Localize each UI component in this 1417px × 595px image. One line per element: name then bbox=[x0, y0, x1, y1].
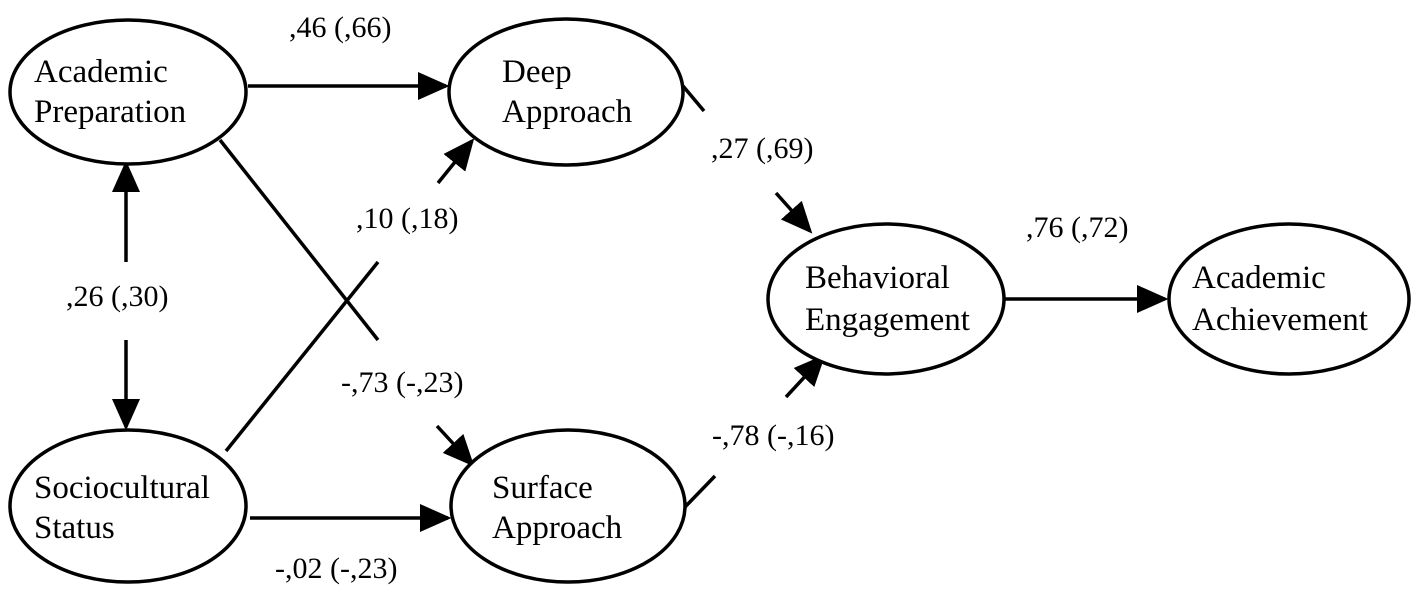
node-label-line2: Achievement bbox=[1192, 302, 1368, 338]
coef-surface-to-engagement: -,78 (-,16) bbox=[712, 419, 834, 452]
node-label-line1: Academic bbox=[1192, 260, 1326, 296]
coef-status-to-deep: ,10 (,18) bbox=[356, 202, 458, 235]
edge-surface-to-engagement-stub bbox=[683, 474, 717, 509]
edge-deep-to-engagement-stub bbox=[681, 84, 706, 113]
node-label-line1: Sociocultural bbox=[34, 470, 210, 506]
node-label-line1: Deep bbox=[502, 54, 572, 90]
coef-prep-to-deep: ,46 (,66) bbox=[289, 11, 391, 44]
node-surface-approach: Surface Approach bbox=[449, 428, 687, 584]
node-academic-achievement: Academic Achievement bbox=[1167, 222, 1411, 376]
coef-status-to-surface: -,02 (-,23) bbox=[275, 552, 397, 585]
node-behavioral-engagement: Behavioral Engagement bbox=[766, 222, 1006, 376]
node-label-line2: Approach bbox=[492, 510, 623, 546]
node-label-line2: Approach bbox=[502, 94, 633, 130]
coef-prep-status-correlation: ,26 (,30) bbox=[66, 280, 168, 313]
coef-deep-to-engagement: ,27 (,69) bbox=[711, 132, 813, 165]
edge-status-to-deep-arrow bbox=[436, 138, 475, 185]
node-label-line2: Preparation bbox=[34, 94, 186, 130]
edge-deep-to-engagement-arrow bbox=[774, 191, 813, 234]
edge-prep-to-surface-arrow bbox=[435, 424, 475, 467]
edge-prep-to-surface-segment bbox=[218, 138, 380, 342]
edge-surface-to-engagement-arrow bbox=[784, 354, 826, 399]
node-label-line2: Status bbox=[34, 510, 115, 546]
node-label-line2: Engagement bbox=[805, 302, 970, 338]
coef-engagement-to-achievement: ,76 (,72) bbox=[1026, 211, 1128, 244]
coef-prep-to-surface: -,73 (-,23) bbox=[341, 366, 463, 399]
node-academic-preparation: Academic Preparation bbox=[8, 18, 248, 166]
node-label-line1: Surface bbox=[492, 470, 593, 506]
node-label-line1: Behavioral bbox=[805, 260, 950, 296]
node-deep-approach: Deep Approach bbox=[447, 17, 685, 167]
edge-status-to-deep-segment bbox=[224, 260, 380, 453]
node-sociocultural-status: Sociocultural Status bbox=[8, 428, 248, 584]
node-label-line1: Academic bbox=[34, 54, 168, 90]
